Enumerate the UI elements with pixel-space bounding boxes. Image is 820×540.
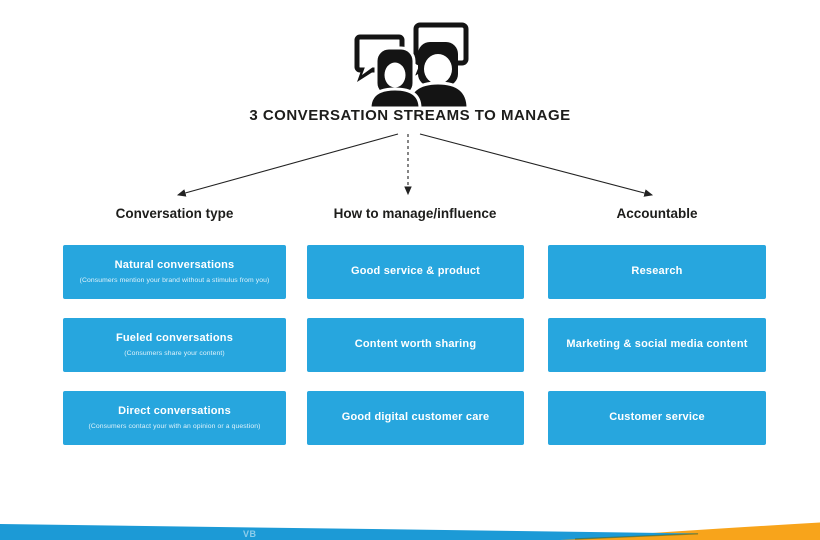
box-direct-conversations: Direct conversations (Consumers contact … <box>63 391 286 445</box>
column-heading-conversation-type: Conversation type <box>115 206 234 221</box>
box-subtitle: (Consumers mention your brand without a … <box>79 276 270 284</box>
box-title: Good digital customer care <box>341 411 490 424</box>
box-content-worth-sharing: Content worth sharing <box>307 318 524 372</box>
two-people-speech-bubbles-icon <box>354 22 470 108</box>
box-title: Natural conversations <box>114 259 235 272</box>
box-marketing-social-media-content: Marketing & social media content <box>548 318 766 372</box>
box-good-digital-customer-care: Good digital customer care <box>307 391 524 445</box>
box-research: Research <box>548 245 766 299</box>
footer-blue-ribbon <box>0 524 700 540</box>
box-title: Customer service <box>609 411 705 424</box>
footer-ribbon <box>0 522 820 540</box>
box-subtitle: (Consumers share your content) <box>124 349 225 357</box>
arrow-right <box>419 133 654 197</box>
column-heading-how-to-manage: How to manage/influence <box>333 206 497 221</box>
box-natural-conversations: Natural conversations (Consumers mention… <box>63 245 286 299</box>
arrow-left <box>176 133 399 197</box>
box-title: Direct conversations <box>118 405 231 418</box>
box-good-service-product: Good service & product <box>307 245 524 299</box>
box-fueled-conversations: Fueled conversations (Consumers share yo… <box>63 318 286 372</box>
box-title: Content worth sharing <box>354 338 477 351</box>
man-icon <box>406 42 470 108</box>
box-title: Marketing & social media content <box>566 338 748 351</box>
box-title: Good service & product <box>350 265 481 278</box>
branch-arrows <box>176 133 654 197</box>
box-customer-service: Customer service <box>548 391 766 445</box>
column-heading-accountable: Accountable <box>616 206 698 221</box>
footer-watermark: VB <box>243 529 257 539</box>
woman-icon <box>368 46 422 108</box>
box-subtitle: (Consumers contact your with an opinion … <box>88 422 261 430</box>
footer-blend-line <box>574 533 699 540</box>
box-title: Fueled conversations <box>115 332 234 345</box>
main-title: 3 CONVERSATION STREAMS TO MANAGE <box>249 107 571 124</box>
box-title: Research <box>631 265 683 278</box>
